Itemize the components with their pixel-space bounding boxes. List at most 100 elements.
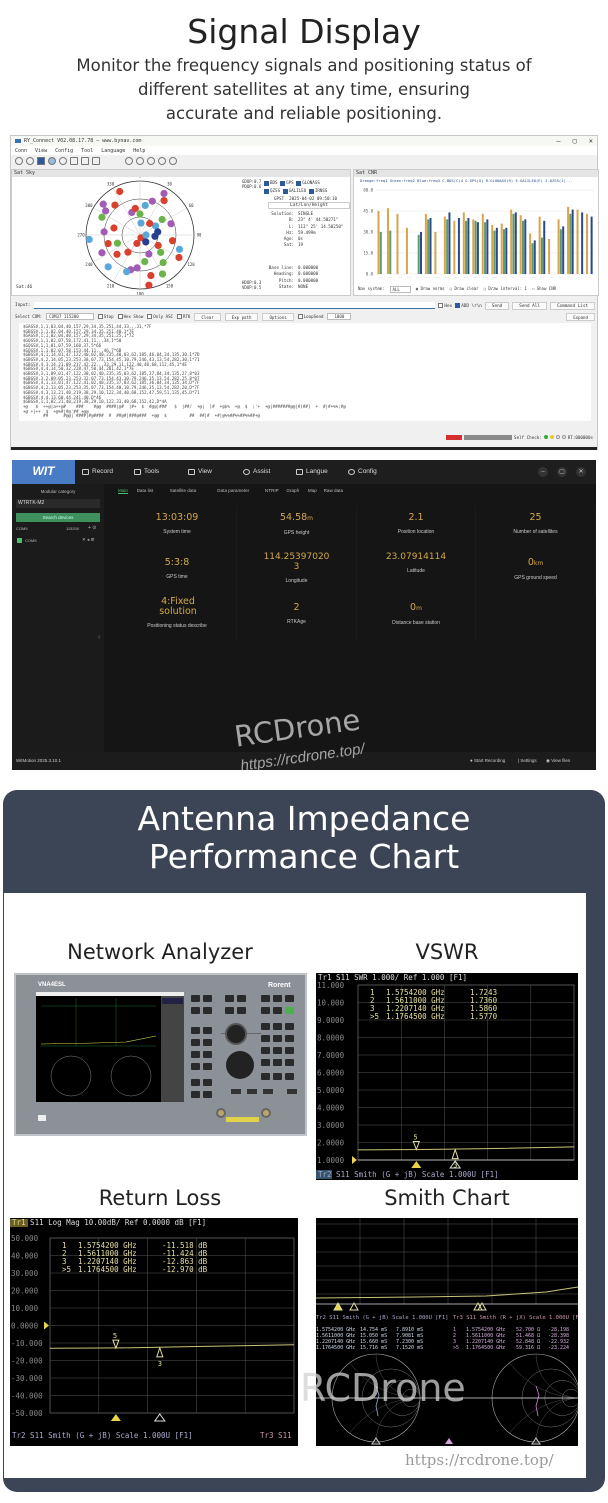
filter-irnss[interactable]: IRNSS: [308, 188, 327, 194]
satellite-marker[interactable]: [142, 231, 150, 239]
satellite-marker[interactable]: [160, 189, 168, 198]
satellite-marker[interactable]: [142, 238, 150, 246]
satellite-marker[interactable]: [160, 196, 168, 205]
send-button[interactable]: Send: [484, 301, 510, 310]
menu-config[interactable]: Config: [55, 147, 74, 154]
clear-button[interactable]: Clear: [194, 312, 221, 321]
filter-qzss[interactable]: QZSS: [264, 188, 280, 194]
nav-system-select[interactable]: ALL: [389, 286, 411, 293]
satellite-marker[interactable]: [141, 257, 149, 266]
minimize-button[interactable]: –: [538, 467, 548, 477]
satellite-marker[interactable]: [148, 197, 156, 205]
satellite-marker[interactable]: [145, 250, 153, 258]
close-button[interactable]: ✕: [588, 137, 593, 145]
satellite-marker[interactable]: [141, 201, 149, 210]
satellite-marker[interactable]: [168, 237, 177, 245]
close-button[interactable]: ✕: [576, 467, 586, 477]
search-devices-button[interactable]: Search devices: [16, 513, 100, 522]
add-crlf-checkbox[interactable]: ADD \r\n: [455, 302, 482, 309]
satellite-marker[interactable]: [158, 215, 166, 224]
satellite-marker[interactable]: [167, 220, 175, 228]
satellite-marker[interactable]: [151, 232, 159, 240]
tool-x-icon[interactable]: [114, 157, 122, 165]
menu-langue[interactable]: Langue: [296, 460, 328, 484]
satellite-marker[interactable]: [157, 248, 165, 256]
send-all-button[interactable]: Send All: [512, 301, 547, 310]
help-icon[interactable]: [169, 157, 177, 165]
draw-norms-radio[interactable]: ◉ Draw norms: [415, 286, 445, 291]
menu-record[interactable]: Record: [82, 460, 113, 484]
menu-conn[interactable]: Conn: [15, 147, 28, 154]
filter-glonass[interactable]: GLONASS: [296, 180, 320, 186]
start-recording-button[interactable]: ● Start Recording: [470, 758, 506, 763]
serial-log[interactable]: $GAGSV,1,1,03,04,40,157,29,34,35,251,44,…: [19, 323, 591, 421]
expand-button[interactable]: Expand: [566, 312, 595, 321]
rtk-checkbox[interactable]: RTK: [177, 314, 190, 320]
tab-map[interactable]: Map: [307, 488, 317, 493]
satellite-marker[interactable]: [145, 281, 153, 289]
satellite-marker[interactable]: [158, 270, 167, 278]
filter-bds[interactable]: BDS: [264, 180, 278, 186]
loop-send-checkbox[interactable]: LoopSend: [297, 314, 323, 320]
tab-data-parameter[interactable]: Data parameter: [217, 488, 250, 493]
model-select[interactable]: WTRTK-M2: [16, 499, 100, 508]
grid-icon[interactable]: [81, 157, 89, 165]
show-cnr-checkbox[interactable]: ☐ Show CNR: [531, 286, 557, 291]
tab-data-list[interactable]: Data list: [136, 488, 154, 493]
menu-language[interactable]: Language: [101, 147, 126, 154]
message-icon[interactable]: [92, 157, 100, 165]
menu-assist[interactable]: Assist: [243, 460, 270, 484]
satellite-marker[interactable]: [98, 249, 106, 257]
stop-checkbox[interactable]: Stop: [97, 314, 114, 320]
options-button[interactable]: Options: [262, 312, 294, 321]
satellite-marker[interactable]: [104, 239, 112, 248]
location-icon[interactable]: [26, 157, 34, 165]
satellite-marker[interactable]: [154, 241, 162, 250]
command-input[interactable]: [33, 302, 436, 309]
satellite-marker[interactable]: [113, 250, 121, 258]
satellite-marker[interactable]: [131, 204, 139, 213]
connect-icon[interactable]: [15, 157, 23, 165]
tab-raw-data[interactable]: Raw data: [323, 488, 344, 493]
satellite-marker[interactable]: [136, 210, 144, 218]
satellite-marker[interactable]: [98, 213, 106, 221]
settings-button[interactable]: | Settings: [518, 758, 537, 763]
menu-view[interactable]: View: [35, 147, 48, 154]
document-icon[interactable]: [70, 157, 78, 165]
filter-gps[interactable]: GPS: [280, 180, 294, 186]
minimize-button[interactable]: –: [556, 137, 561, 145]
view-files-button[interactable]: ◉ View files: [546, 758, 571, 763]
satellite-marker[interactable]: [175, 253, 183, 262]
satellite-icon[interactable]: [103, 157, 111, 165]
satellite-marker[interactable]: [113, 239, 122, 247]
draw-clear-radio[interactable]: ○ Draw clear: [449, 286, 479, 291]
satellite-marker[interactable]: [85, 235, 93, 244]
satellite-marker[interactable]: [124, 248, 132, 256]
filter-galileo[interactable]: GALILEO: [282, 188, 306, 194]
satellite-marker[interactable]: [116, 187, 124, 196]
satellite-marker[interactable]: [101, 207, 110, 215]
tab-main[interactable]: Main: [118, 488, 128, 494]
command-list-button[interactable]: Command List: [549, 301, 595, 310]
maximize-button[interactable]: ▢: [572, 137, 577, 145]
device-actions-icon[interactable]: ✕ ◂ ⚙: [82, 537, 95, 542]
satellite-marker[interactable]: [111, 201, 119, 209]
menu-tool[interactable]: Tool: [81, 147, 94, 154]
tab-ntrip[interactable]: NTRIP: [264, 488, 279, 493]
exp-path-button[interactable]: Exp path: [224, 312, 259, 321]
check-icon[interactable]: [136, 157, 144, 165]
tab-graph[interactable]: Graph: [286, 488, 300, 493]
satellite-marker[interactable]: [110, 224, 118, 232]
refresh-icon[interactable]: [158, 157, 166, 165]
satellite-marker[interactable]: [146, 219, 154, 228]
sky-icon[interactable]: [48, 157, 56, 165]
hex-checkbox[interactable]: Hex: [438, 302, 452, 309]
menu-view[interactable]: View: [188, 460, 212, 484]
draw-interval-radio[interactable]: ○ Draw interval: 1: [483, 286, 527, 291]
satellite-marker[interactable]: [147, 271, 155, 280]
satellite-marker[interactable]: [99, 200, 107, 208]
menu-config[interactable]: Config: [348, 460, 377, 484]
loop-interval-input[interactable]: 1000: [327, 313, 352, 320]
satellite-marker[interactable]: [151, 222, 160, 230]
satellite-marker[interactable]: [175, 245, 184, 253]
